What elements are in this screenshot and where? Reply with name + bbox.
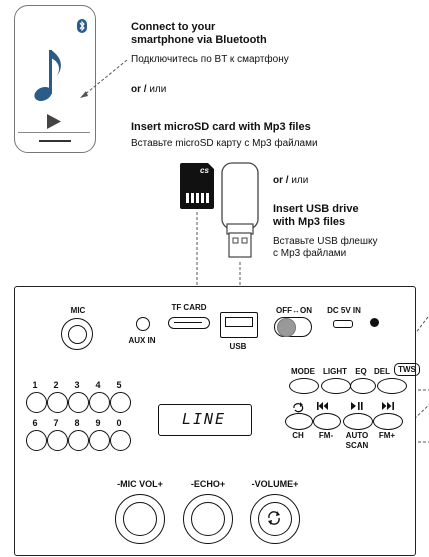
tf-card-slot[interactable]	[168, 317, 210, 329]
power-switch-knob	[277, 318, 296, 337]
led-indicator	[370, 318, 379, 327]
light-label: LIGHT	[323, 367, 347, 376]
light-button[interactable]	[321, 378, 351, 394]
prev-button[interactable]	[313, 413, 341, 430]
number-button-3[interactable]	[68, 392, 89, 413]
volume-knob-inner	[258, 502, 292, 536]
previous-icon	[317, 402, 328, 410]
number-label-9: 9	[95, 418, 101, 428]
volume-label: -VOLUME+	[251, 479, 299, 489]
aux-in-label: AUX IN	[128, 336, 156, 345]
lcd-display	[158, 404, 252, 436]
echo-knob[interactable]	[183, 494, 233, 544]
usb-port-label: USB	[229, 342, 247, 351]
number-label-0: 0	[116, 418, 122, 428]
dc-in-label: DC 5V IN	[327, 306, 361, 315]
tf-card-label: TF CARD	[171, 303, 207, 312]
microsd-title: Insert microSD card with Mp3 files	[131, 121, 311, 133]
echo-label: -ECHO+	[190, 479, 226, 489]
number-label-8: 8	[74, 418, 80, 428]
mic-vol-label: -MIC VOL+	[117, 479, 163, 489]
phone-home-bar	[39, 140, 71, 142]
rotate-icon	[268, 511, 280, 525]
volume-knob[interactable]	[250, 494, 300, 544]
fm-plus-label: FM+	[378, 431, 396, 440]
or-label-2: or / или	[273, 175, 309, 186]
power-switch-label: OFF↔ON	[276, 306, 312, 315]
usb-port-inner	[225, 317, 253, 327]
tws-badge: TWS	[394, 363, 420, 376]
or-label-1: or / или	[131, 84, 167, 95]
eq-label: EQ	[355, 367, 367, 376]
mic-label: MIC	[70, 306, 86, 315]
lcd-display-text: LINE	[181, 410, 227, 428]
bluetooth-title: Connect to your smartphone via Bluetooth	[131, 21, 267, 46]
bluetooth-subtitle: Подключитесь по BT к смартфону	[131, 54, 289, 65]
aux-jack[interactable]	[136, 317, 150, 331]
number-label-4: 4	[95, 380, 101, 390]
music-note-icon	[34, 50, 61, 102]
mic-vol-knob[interactable]	[115, 494, 165, 544]
microsd-logo: cs	[200, 166, 209, 175]
number-button-9[interactable]	[89, 430, 110, 451]
smartphone	[14, 5, 96, 153]
play-icon	[47, 114, 61, 129]
play-pause-icon	[351, 402, 363, 410]
microsd-subtitle: Вставьте microSD карту с Mp3 файлами	[131, 138, 318, 149]
play-pause-button[interactable]	[343, 413, 373, 430]
number-label-6: 6	[32, 418, 38, 428]
number-label-2: 2	[53, 380, 59, 390]
number-button-5[interactable]	[110, 392, 131, 413]
usb-title: Insert USB drive with Mp3 files	[273, 203, 359, 228]
next-button[interactable]	[373, 413, 403, 430]
usb-drive-icon	[221, 162, 259, 258]
fm-minus-label: FM-	[318, 431, 334, 440]
mic-jack-inner	[68, 325, 87, 344]
scan-label: SCAN	[345, 441, 369, 450]
ch-label: CH	[292, 431, 304, 440]
number-label-5: 5	[116, 380, 122, 390]
number-label-1: 1	[32, 380, 38, 390]
usb-subtitle: Вставьте USB флешку с Mp3 файлами	[273, 236, 378, 259]
del-button[interactable]	[377, 378, 407, 394]
next-icon	[382, 402, 394, 410]
tf-card-slot-inner	[174, 322, 202, 323]
ch-button[interactable]	[285, 413, 313, 430]
auto-label: AUTO	[345, 431, 369, 440]
number-button-6[interactable]	[26, 430, 47, 451]
eq-button[interactable]	[350, 378, 376, 394]
number-button-7[interactable]	[47, 430, 68, 451]
number-label-7: 7	[53, 418, 59, 428]
dc-in-port[interactable]	[333, 320, 353, 328]
number-button-2[interactable]	[47, 392, 68, 413]
usb-port[interactable]	[220, 312, 258, 338]
number-button-8[interactable]	[68, 430, 89, 451]
repeat-icon	[293, 402, 304, 413]
phone-screen	[18, 14, 90, 133]
number-label-3: 3	[74, 380, 80, 390]
echo-knob-inner	[191, 502, 225, 536]
mic-vol-knob-inner	[123, 502, 157, 536]
number-button-1[interactable]	[26, 392, 47, 413]
number-button-4[interactable]	[89, 392, 110, 413]
mode-label: MODE	[291, 367, 315, 376]
bluetooth-icon	[77, 19, 87, 33]
mic-jack[interactable]	[61, 318, 93, 350]
mode-button[interactable]	[289, 378, 319, 394]
microsd-card-icon	[180, 163, 214, 209]
del-label: DEL	[374, 367, 390, 376]
number-button-0[interactable]	[110, 430, 131, 451]
